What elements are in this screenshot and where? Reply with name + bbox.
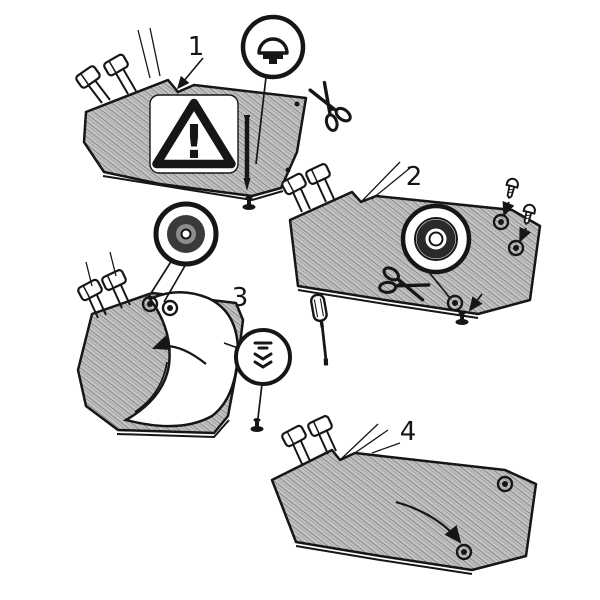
marker-pen-icon bbox=[243, 115, 251, 191]
grommet-washer-callout-icon bbox=[400, 203, 472, 299]
step-3: 3 bbox=[75, 201, 329, 439]
mat-edge-line bbox=[297, 289, 479, 319]
hole-dot bbox=[294, 101, 300, 107]
fold-back-arrow-icon bbox=[151, 335, 207, 365]
step-2-label: 2 bbox=[406, 162, 423, 192]
step-4: 4 bbox=[270, 413, 538, 575]
warning-exclamation: ! bbox=[184, 115, 205, 169]
strap-buckles-1 bbox=[73, 27, 161, 104]
callout-leader-line bbox=[427, 270, 451, 299]
dome-plug-callout-icon bbox=[240, 14, 306, 165]
step-4-label: 4 bbox=[400, 417, 417, 447]
folded-flap bbox=[122, 291, 240, 428]
warning-card: ! bbox=[149, 94, 239, 174]
strap-buckle-icon bbox=[73, 63, 103, 91]
flap-curl-line bbox=[134, 361, 168, 413]
screwdriver-icon bbox=[310, 293, 329, 366]
scissors-icon bbox=[301, 76, 357, 137]
strap-buckles-4 bbox=[279, 413, 389, 465]
callout-leader-line bbox=[163, 263, 187, 303]
strap-buckles-3 bbox=[75, 251, 131, 319]
mat-edge-line bbox=[116, 419, 230, 439]
locate-arrow-icon bbox=[176, 57, 204, 90]
round-grommet-icon bbox=[147, 201, 219, 303]
floor-mat-3 bbox=[76, 291, 245, 439]
step-1-label: 1 bbox=[188, 32, 205, 62]
hole-dot bbox=[285, 167, 291, 173]
step-1: 1 ! bbox=[73, 14, 357, 210]
strap-buckles-2 bbox=[279, 161, 411, 213]
screw-icon bbox=[502, 176, 521, 201]
screw-fasteners bbox=[492, 176, 538, 257]
callout-leader-line bbox=[255, 76, 267, 165]
step-2: 2 bbox=[279, 161, 542, 325]
callout-leader-line bbox=[257, 383, 263, 419]
mat-edge-line bbox=[295, 545, 473, 575]
mat-edge-line bbox=[102, 175, 284, 202]
callout-leader-line bbox=[223, 342, 239, 349]
placement-arrow-icon bbox=[395, 500, 462, 544]
bottom-rivet bbox=[455, 293, 483, 325]
rivet-icon bbox=[250, 418, 264, 432]
callout-leader-line bbox=[147, 259, 173, 299]
floor-mat-4 bbox=[270, 448, 538, 575]
push-clip-callout-icon bbox=[223, 328, 292, 419]
warning-triangle-icon bbox=[152, 98, 236, 169]
number-leader-line bbox=[371, 442, 401, 454]
